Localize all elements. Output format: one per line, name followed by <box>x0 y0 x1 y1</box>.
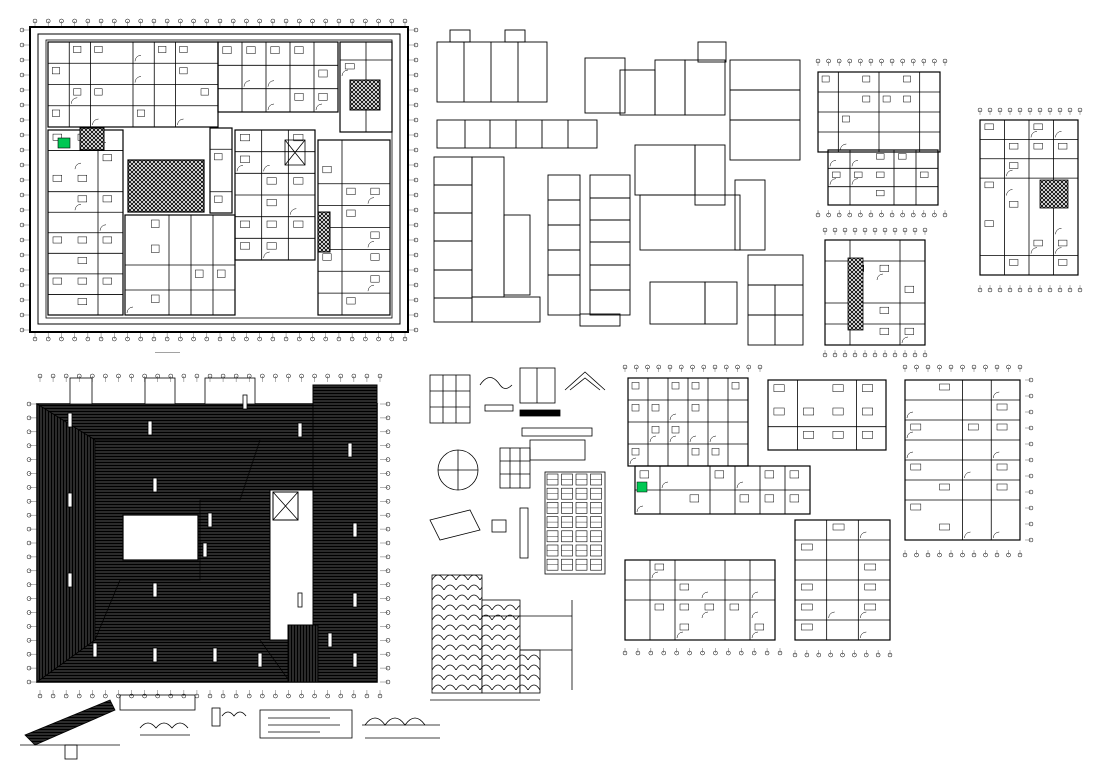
roof-slope-arrow <box>242 394 248 410</box>
roof-slope-arrow <box>152 647 158 663</box>
main-plan-corridor-outline <box>209 127 233 214</box>
roof-slope-arrow <box>92 642 98 658</box>
roof-slope-arrow <box>297 422 303 438</box>
roof-slope-arrow <box>257 652 263 668</box>
highlight-marker <box>636 481 648 493</box>
roof-slope-arrow <box>297 592 303 608</box>
wing-plan-top-right-lower-outline <box>827 149 939 206</box>
area-block-diagram <box>584 41 804 346</box>
roof-slope-arrow <box>67 492 73 508</box>
wing-stair-hatch-2 <box>1039 179 1069 209</box>
wing-stair-hatch <box>847 257 864 331</box>
roof-slope-arrow <box>207 512 213 528</box>
tile-roof-detail <box>430 574 573 701</box>
roof-slope-arrow <box>347 442 353 458</box>
main-floor-plan <box>19 18 419 342</box>
roof-slope-arrow <box>352 522 358 538</box>
main-plan-north-east-outline <box>217 41 339 113</box>
roof-slope-arrow <box>327 632 333 648</box>
roof-slope-arrow <box>212 647 218 663</box>
roof-slope-arrow <box>352 652 358 668</box>
roof-slope-arrow <box>147 420 153 436</box>
roof-slope-arrow <box>67 572 73 588</box>
roof-plan <box>26 373 391 699</box>
roof-slope-arrow <box>202 542 208 558</box>
lower-plans <box>622 364 1034 658</box>
zoning-block-diagram <box>433 29 631 327</box>
roof-details <box>429 367 606 575</box>
lower-plan-b-outline <box>767 379 887 451</box>
wing-plan-middle-outline <box>824 239 926 346</box>
roof-slope-arrow <box>152 582 158 598</box>
roof-slope-arrow <box>352 592 358 608</box>
roof-slope-arrow <box>152 477 158 493</box>
section-details <box>20 694 440 760</box>
roof-slope-arrow <box>67 412 73 428</box>
wing-plans-group <box>815 58 1083 358</box>
main-plan-title: ――――― <box>155 350 180 356</box>
